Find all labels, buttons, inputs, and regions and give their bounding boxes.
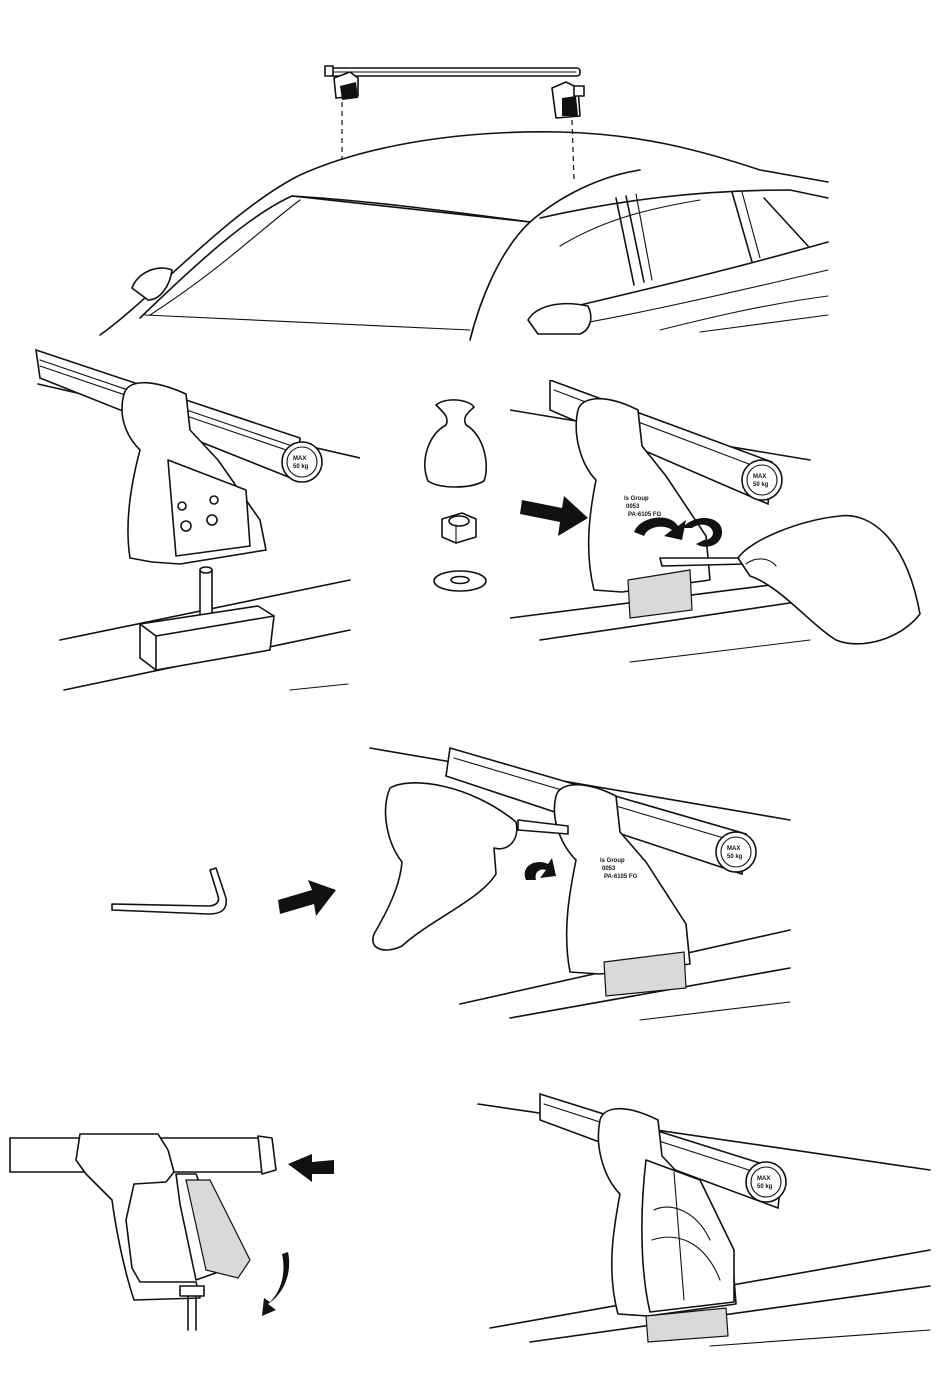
cap-label-line2: 50 kg (293, 464, 309, 470)
foot-label-line1-c: ls Group (600, 858, 625, 864)
foot-label-line1: ls Group (624, 496, 649, 502)
tighten-nut-illustration: MAX 50 kg ls Group 0053 PA-6105 FG (510, 380, 950, 670)
car-roof-illustration (0, 0, 950, 345)
nut-icon (442, 513, 476, 543)
arrow-right-icon (520, 496, 588, 536)
cap-label-line1-c: MAX (727, 846, 740, 852)
cap-label-line2-b: 50 kg (753, 482, 769, 488)
end-cap-side-view (0, 1120, 360, 1360)
allen-key-icon (112, 868, 226, 914)
foot-label-line3-c: PA-6105 FG (604, 874, 638, 880)
bag-icon (425, 400, 486, 487)
foot-mount-illustration: MAX 50 kg (0, 340, 360, 700)
washer-icon (434, 571, 486, 591)
foot-label-line2-c: 0053 (602, 866, 616, 872)
rotate-icon-c (525, 858, 556, 880)
cap-label-line1-d: MAX (757, 1176, 770, 1182)
arrow-left-icon (288, 1154, 334, 1182)
finished-foot-illustration: MAX 50 kg (470, 1090, 940, 1350)
rotate-icon-d (262, 1252, 289, 1316)
cap-label-line2-c: 50 kg (727, 854, 743, 860)
roof-bar-top (325, 66, 584, 118)
allen-key-illustration: MAX 50 kg ls Group 0053 PA-6105 FG (100, 740, 800, 1030)
foot-label-line2: 0053 (626, 504, 640, 510)
car-body (100, 132, 828, 340)
hardware-parts (410, 395, 510, 605)
cap-label-line1-b: MAX (753, 474, 766, 480)
arrow-right-icon-b (278, 880, 336, 916)
foot-label-line3: PA-6105 FG (628, 512, 662, 518)
cap-label-line2-d: 50 kg (757, 1184, 773, 1190)
cap-label-line1: MAX (293, 456, 306, 462)
